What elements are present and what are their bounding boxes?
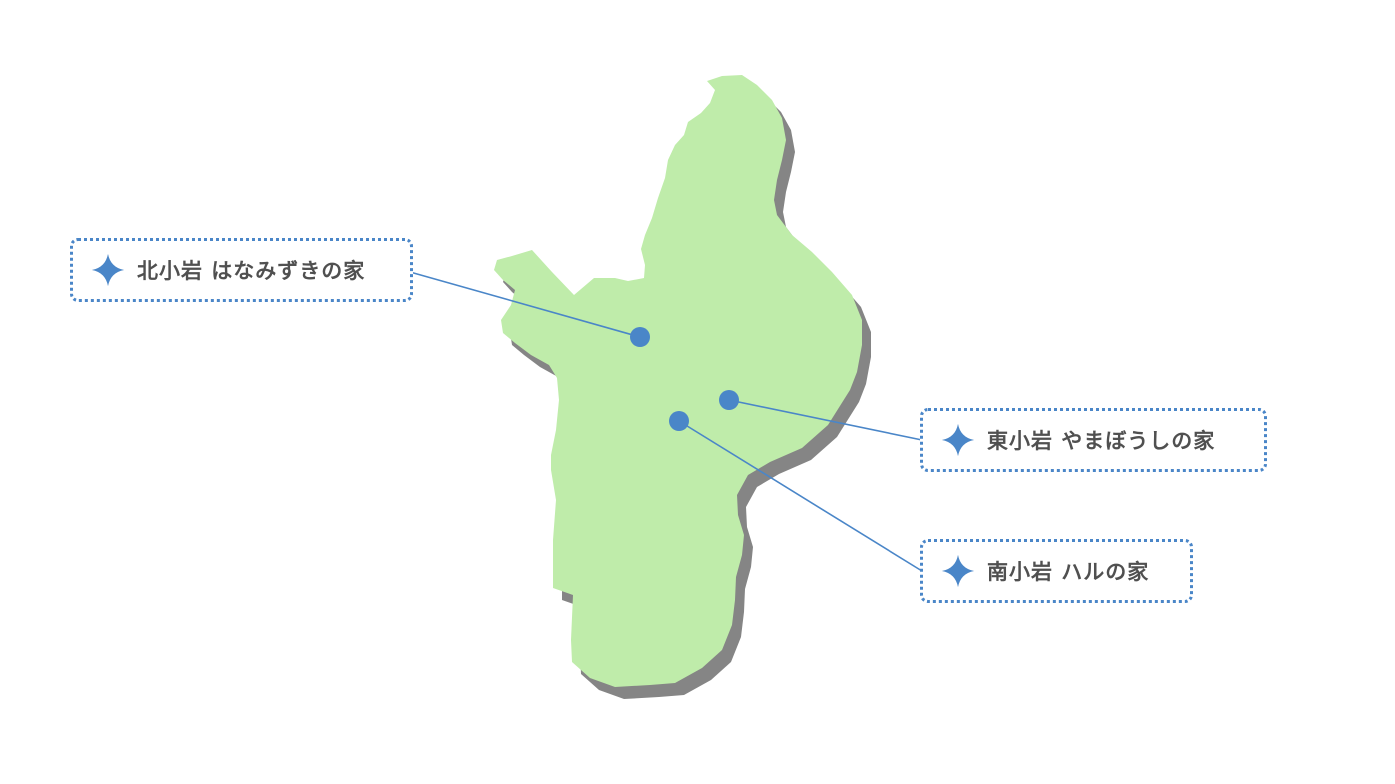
location-label-north[interactable]: 北小岩 はなみずきの家	[70, 238, 413, 302]
leader-line-south	[678, 420, 923, 572]
leader-line-east	[728, 399, 923, 441]
location-name: 南小岩 ハルの家	[987, 560, 1150, 584]
marker-north[interactable]	[630, 327, 650, 347]
sparkle-icon	[941, 554, 975, 588]
sparkle-icon	[91, 253, 125, 287]
map-land	[494, 75, 862, 687]
location-label-east[interactable]: 東小岩 やまぼうしの家	[920, 408, 1267, 472]
location-name: 北小岩 はなみずきの家	[137, 259, 366, 283]
leader-line-north	[409, 271, 641, 338]
marker-east[interactable]	[719, 390, 739, 410]
marker-south[interactable]	[669, 411, 689, 431]
location-label-south[interactable]: 南小岩 ハルの家	[920, 539, 1193, 603]
location-name: 東小岩 やまぼうしの家	[987, 429, 1216, 453]
sparkle-icon	[941, 423, 975, 457]
